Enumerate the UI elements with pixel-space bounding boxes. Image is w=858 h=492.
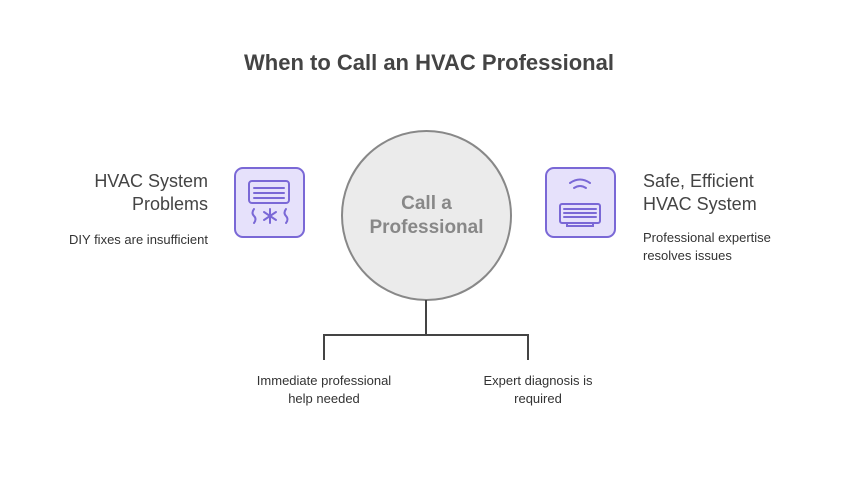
right-description: Professional expertise resolves issues [643, 229, 771, 265]
connector-right-drop [527, 334, 529, 360]
right-description-line1: Professional expertise [643, 230, 771, 245]
left-heading-line1: HVAC System [94, 171, 208, 191]
left-description: DIY fixes are insufficient [69, 232, 208, 247]
connector-bar [323, 334, 529, 336]
left-heading: HVAC System Problems [94, 170, 208, 216]
right-heading-line2: HVAC System [643, 194, 757, 214]
smart-ac-wifi-icon [545, 167, 616, 238]
center-line2: Professional [369, 216, 484, 238]
right-heading-line1: Safe, Efficient [643, 171, 754, 191]
branch-1-line1: Immediate professional [256, 373, 392, 388]
branch-1-line2: help needed [288, 391, 360, 406]
connector-left-drop [323, 334, 325, 360]
diagram-title: When to Call an HVAC Professional [244, 50, 614, 75]
ac-unit-cold-icon [234, 167, 305, 238]
branch-2-line2: required [514, 391, 562, 406]
left-heading-line2: Problems [131, 194, 208, 214]
center-line1: Call a [401, 192, 452, 214]
branch-expert-diagnosis: Expert diagnosis is required [438, 372, 638, 408]
right-heading: Safe, Efficient HVAC System [643, 170, 757, 216]
branch-2-line1: Expert diagnosis is [483, 373, 593, 388]
connector-trunk [425, 300, 427, 336]
branch-immediate-help: Immediate professional help needed [224, 372, 424, 408]
right-description-line2: resolves issues [643, 248, 732, 263]
